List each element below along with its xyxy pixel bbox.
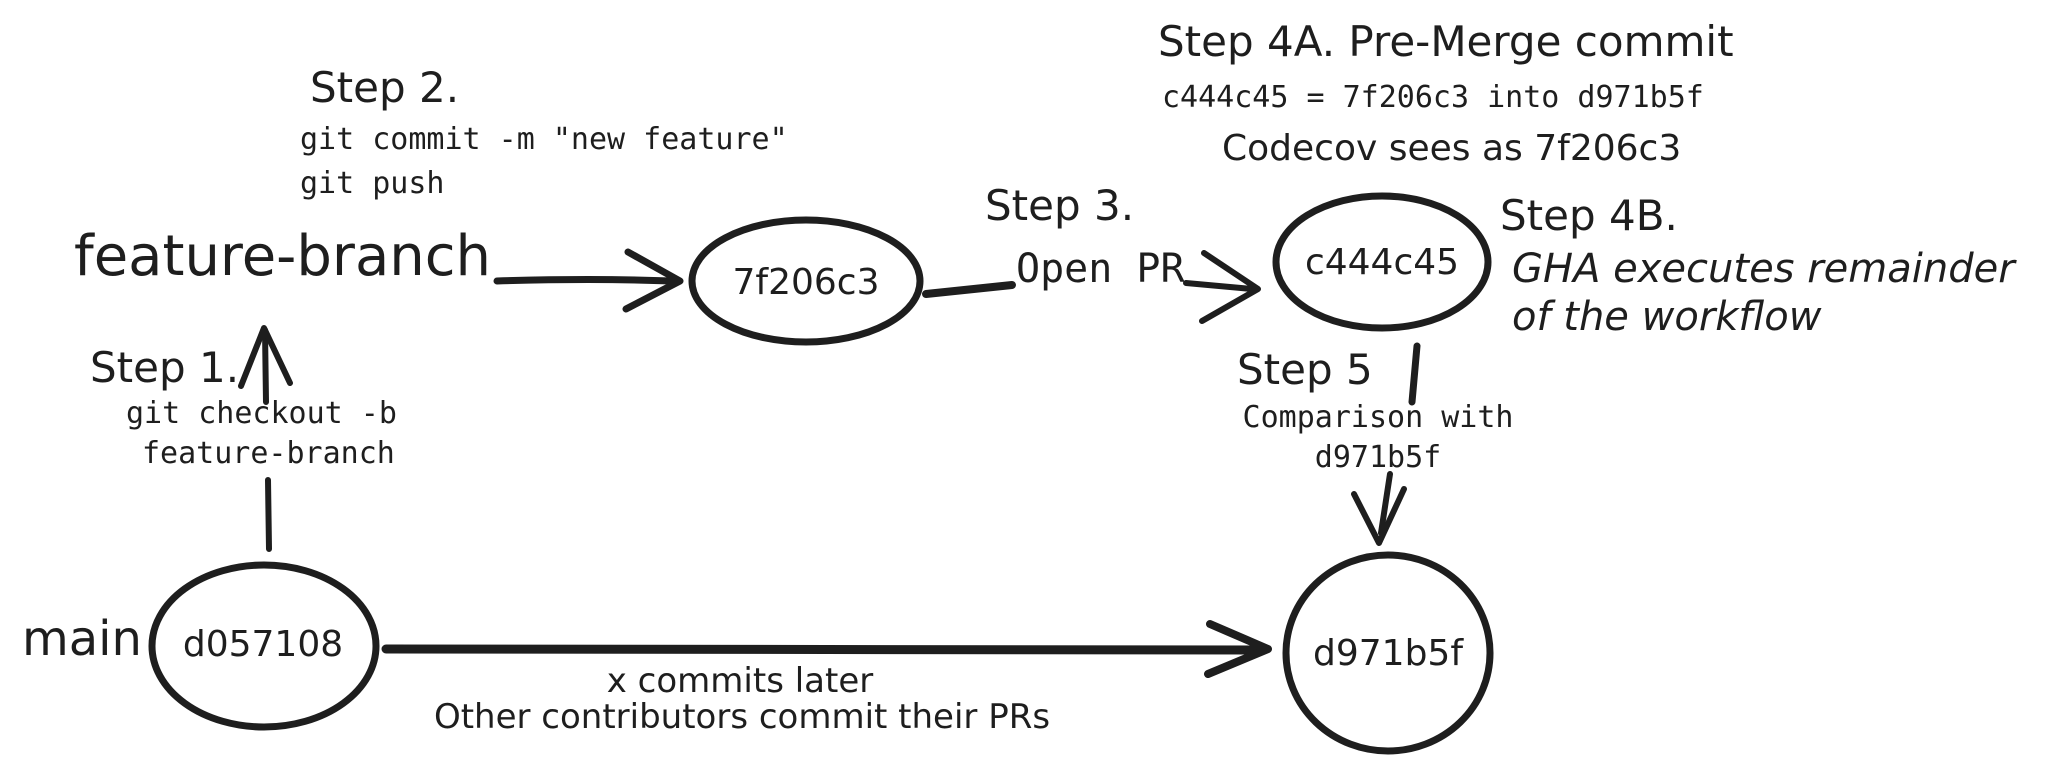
commit-label-d057108: d057108	[182, 624, 344, 666]
step4b-detail-2: of the workflow	[1512, 294, 1822, 340]
commit-node-c444c45	[1272, 192, 1492, 332]
step5-detail-1: Comparison with	[1242, 400, 1514, 435]
step4b-title: Step 4B.	[1500, 191, 1678, 240]
step3-open-pr-label: Open PR	[1016, 246, 1185, 292]
arrow-d057108-to-feature-branch	[238, 325, 293, 552]
step1-command-1: git checkout -b	[126, 396, 397, 431]
step1-title: Step 1.	[90, 343, 240, 392]
step4a-detail-1: c444c45 = 7f206c3 into d971b5f	[1162, 80, 1704, 115]
step2-title: Step 2.	[310, 63, 460, 112]
branch-label-feature: feature-branch	[74, 224, 492, 289]
note-commits-later: x commits later	[606, 661, 874, 701]
step4a-detail-2: Codecov sees as 7f206c3	[1222, 128, 1682, 169]
note-other-contributors: Other contributors commit their PRs	[433, 697, 1051, 737]
commit-label-d971b5f: d971b5f	[1313, 633, 1463, 675]
step5-title: Step 5	[1237, 345, 1373, 394]
step2-command-1: git commit -m "new feature"	[300, 122, 788, 157]
commit-node-d057108	[148, 561, 380, 731]
step3-title: Step 3.	[985, 181, 1135, 230]
arrow-feature-branch-to-7f206c3	[493, 248, 684, 313]
step4b-detail-1: GHA executes remainder	[1512, 246, 2015, 292]
branch-label-main: main	[22, 611, 142, 667]
step1-command-2: feature-branch	[142, 436, 395, 471]
commit-label-7f206c3: 7f206c3	[732, 262, 880, 304]
commit-node-7f206c3	[688, 216, 924, 346]
step2-command-2: git push	[300, 166, 445, 201]
step5-detail-2: d971b5f	[1314, 440, 1442, 475]
arrow-7f206c3-to-c444c45	[922, 250, 1261, 324]
commit-node-d971b5f	[1282, 551, 1494, 755]
arrow-d057108-to-d971b5f	[381, 620, 1272, 678]
arrow-c444c45-to-d971b5f	[1351, 342, 1421, 546]
step4a-title: Step 4A. Pre-Merge commit	[1158, 17, 1734, 66]
commit-label-c444c45: c444c45	[1304, 242, 1460, 284]
